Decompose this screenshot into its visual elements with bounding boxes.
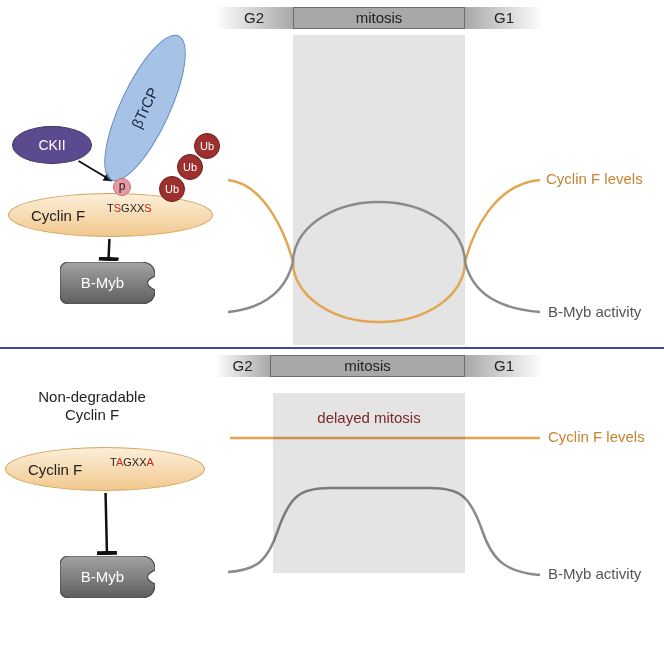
node-label: B-Myb xyxy=(81,274,124,291)
node-label: delayed mitosis xyxy=(317,409,420,426)
mitosis-shading xyxy=(293,35,465,345)
phase-bar: G2 xyxy=(215,355,270,377)
node-label: mitosis xyxy=(356,9,403,26)
annotation-label: B-Myb activity xyxy=(548,565,641,583)
phase-bar: G2 xyxy=(215,7,293,29)
node-label: mitosis xyxy=(344,357,391,374)
annotation-label: Cyclin F levels xyxy=(548,428,645,446)
mitosis-region: delayed mitosis xyxy=(273,393,465,573)
node-label: B-Myb xyxy=(81,568,124,585)
panel-divider xyxy=(0,347,664,349)
inhibition-line xyxy=(106,493,107,553)
node-label: Ub xyxy=(183,161,197,174)
annotation-label: Cyclin F levels xyxy=(546,170,643,188)
protein-outline xyxy=(60,262,155,304)
ubiquitin-circle: Ub xyxy=(194,133,220,159)
node-label: G2 xyxy=(244,9,264,26)
node-label: G1 xyxy=(494,357,514,374)
node-label: Ub xyxy=(165,183,179,196)
protein-ellipse: Cyclin F TSGXXS xyxy=(8,193,213,237)
node-label: Cyclin F xyxy=(31,207,85,224)
phase-bar: mitosis xyxy=(293,7,465,29)
protein-shape: B-Myb xyxy=(60,556,155,598)
node-label: p xyxy=(119,180,126,194)
phospho-circle: p xyxy=(113,178,131,196)
node-label: CKII xyxy=(38,137,65,153)
node-label: TSGXXS xyxy=(107,202,152,215)
phase-bar: G1 xyxy=(465,7,543,29)
b-myb-curve xyxy=(228,202,540,312)
protein-outline xyxy=(60,556,155,598)
kinase-ellipse: CKII xyxy=(12,126,92,164)
node-label: TAGXXA xyxy=(110,456,154,469)
node-label: Ub xyxy=(200,140,214,153)
ubiquitin-circle: Ub xyxy=(159,176,185,202)
node-label: Cyclin F xyxy=(28,461,82,478)
inhibition-line xyxy=(107,239,110,259)
phase-bar: G1 xyxy=(465,355,543,377)
protein-shape: B-Myb xyxy=(60,262,155,304)
node-label: βTrCP xyxy=(128,85,162,131)
phase-bar: mitosis xyxy=(270,355,465,377)
protein-ellipse: Cyclin F TAGXXA xyxy=(5,447,205,491)
cyclin-f-curve xyxy=(228,180,540,322)
node-label: G1 xyxy=(494,9,514,26)
node-label: G2 xyxy=(232,357,252,374)
annotation-label: Non-degradable Cyclin F xyxy=(27,388,157,424)
ubiquitin-circle: Ub xyxy=(177,154,203,180)
annotation-label: B-Myb activity xyxy=(548,303,641,321)
